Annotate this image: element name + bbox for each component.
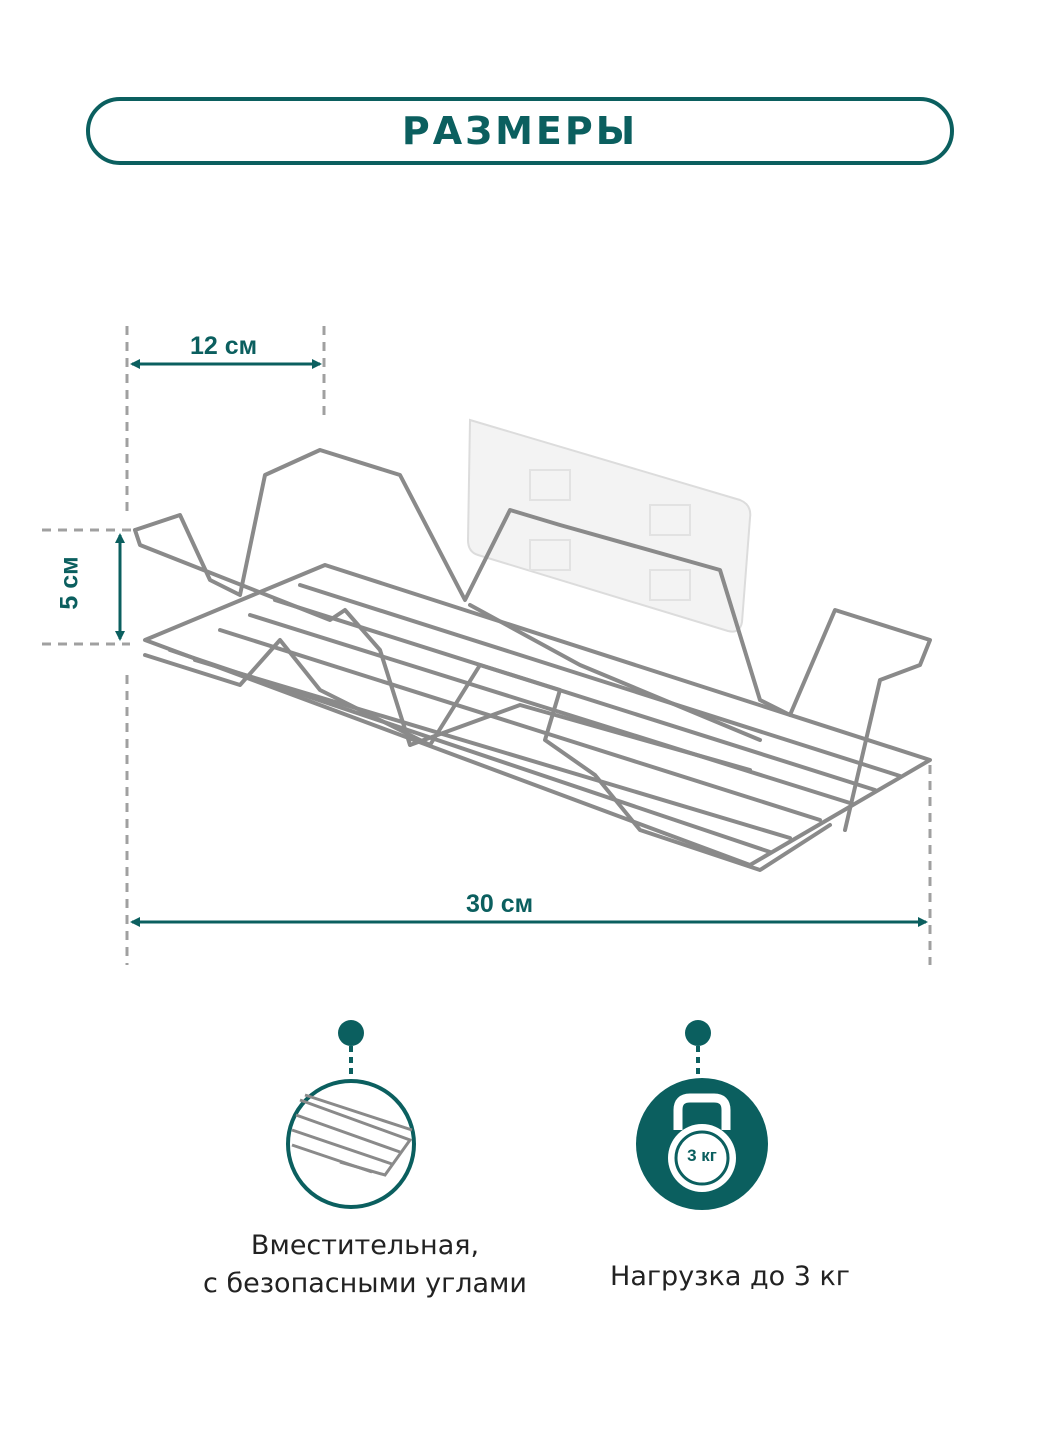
wire-basket	[133, 448, 932, 872]
depth-label: 12 см	[190, 332, 258, 360]
title-banner: РАЗМЕРЫ	[86, 97, 954, 165]
feature-load-text: Нагрузка до 3 кг	[610, 1261, 850, 1292]
page-title: РАЗМЕРЫ	[401, 109, 639, 153]
weight-badge: 3 кг	[687, 1146, 717, 1165]
feature-load	[636, 1020, 768, 1210]
feature-capacity-line2: с безопасными углами	[203, 1268, 527, 1299]
kettlebell-icon	[668, 1093, 736, 1192]
wire-grid-icon	[286, 1079, 416, 1209]
height-label: 5 см	[55, 556, 84, 610]
feature-capacity	[286, 1020, 416, 1209]
adhesive-plate	[466, 418, 752, 633]
feature-dot	[338, 1020, 364, 1046]
feature-capacity-line1: Вместительная,	[250, 1230, 480, 1261]
dimension-arrows	[115, 359, 928, 927]
width-label: 30 см	[466, 890, 534, 918]
feature-dot	[685, 1020, 711, 1046]
feature-capacity-text: Вместительная, с безопасными углами	[150, 1227, 580, 1303]
dimension-guides	[42, 326, 932, 965]
